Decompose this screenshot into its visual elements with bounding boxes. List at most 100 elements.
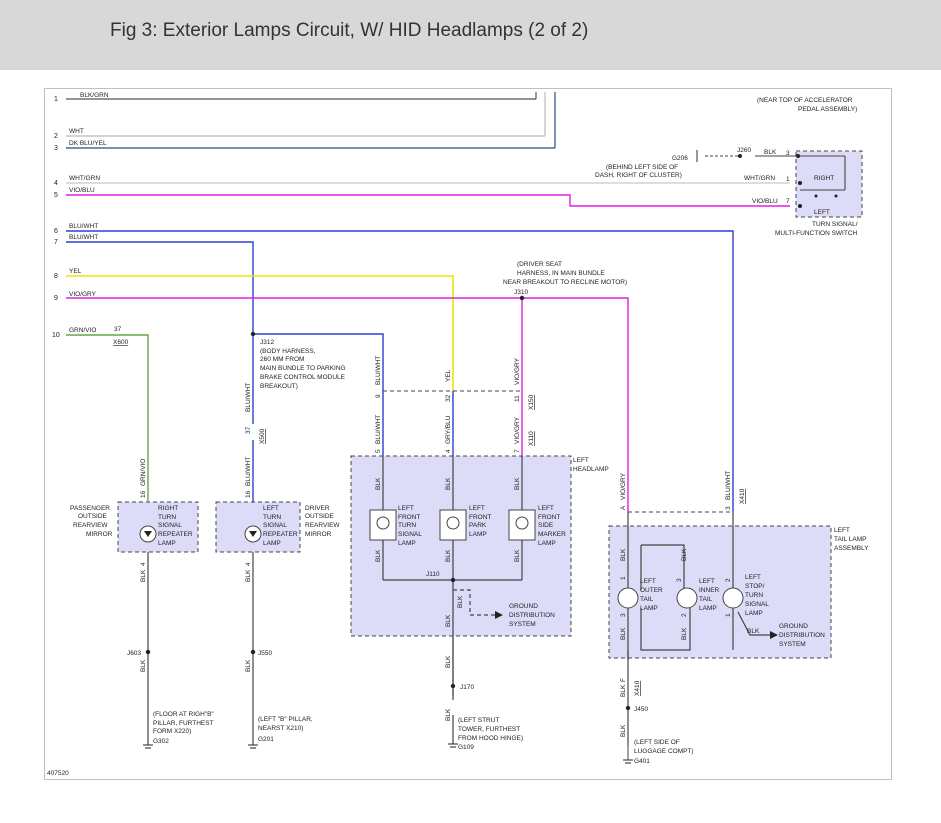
svg-text:TAIL: TAIL <box>699 596 713 603</box>
svg-text:(FLOOR AT RIGH"B": (FLOOR AT RIGH"B" <box>153 711 214 718</box>
svg-text:DASH, RIGHT OF CLUSTER): DASH, RIGHT OF CLUSTER) <box>595 172 682 179</box>
wire-6-blu-wht <box>66 230 734 512</box>
stop-turn-lamp-icon <box>722 587 744 609</box>
svg-text:8: 8 <box>54 273 58 280</box>
svg-text:X410: X410 <box>634 680 641 696</box>
svg-text:BLK: BLK <box>764 149 777 156</box>
svg-text:(LEFT "B" PILLAR,: (LEFT "B" PILLAR, <box>258 716 313 723</box>
svg-text:(LEFT STRUT: (LEFT STRUT <box>458 717 499 724</box>
svg-text:LUGGAGE COMPT): LUGGAGE COMPT) <box>634 748 694 755</box>
svg-text:MIRROR: MIRROR <box>86 531 113 538</box>
svg-text:BLK: BLK <box>620 548 627 561</box>
svg-text:BLK: BLK <box>245 659 252 672</box>
figure-number: 407520 <box>47 770 69 777</box>
svg-text:A: A <box>620 505 627 510</box>
svg-text:LEFT: LEFT <box>745 574 761 581</box>
headlamp-labels: LEFT HEADLAMP LEFT FRONT TURN SIGNAL LAM… <box>398 457 609 628</box>
svg-text:X500: X500 <box>259 428 266 444</box>
switch-labels: (NEAR TOP OF ACCELERATOR PEDAL ASSEMBLY)… <box>595 97 858 237</box>
svg-text:LAMP: LAMP <box>640 605 658 612</box>
connector-pins: 1 2 3 4 5 6 7 8 9 10 <box>52 96 60 339</box>
svg-text:VIO/GRY: VIO/GRY <box>69 291 97 298</box>
svg-text:BLK: BLK <box>747 628 760 635</box>
svg-text:LAMP: LAMP <box>538 540 556 547</box>
left-tail-lamp-box <box>608 525 832 659</box>
svg-text:SIGNAL: SIGNAL <box>745 601 769 608</box>
svg-text:YEL: YEL <box>445 369 452 382</box>
svg-text:3: 3 <box>786 150 790 157</box>
svg-text:LAMP: LAMP <box>699 605 717 612</box>
svg-text:RIGHT: RIGHT <box>814 175 834 182</box>
svg-text:REPEATER: REPEATER <box>158 531 193 538</box>
svg-text:PEDAL ASSEMBLY): PEDAL ASSEMBLY) <box>798 106 857 113</box>
svg-text:LAMP: LAMP <box>469 531 487 538</box>
svg-text:BLK: BLK <box>514 549 521 562</box>
svg-text:OUTSIDE: OUTSIDE <box>305 513 335 520</box>
svg-text:4: 4 <box>445 449 452 453</box>
svg-text:TURN SIGNAL/: TURN SIGNAL/ <box>812 221 858 228</box>
wire-group-top <box>66 92 556 149</box>
svg-text:STOP/: STOP/ <box>745 583 765 590</box>
svg-text:BLU/WHT: BLU/WHT <box>375 415 382 444</box>
svg-text:32: 32 <box>445 394 452 402</box>
svg-text:GROUND: GROUND <box>509 603 538 610</box>
svg-text:BLK: BLK <box>375 477 382 490</box>
svg-text:SYSTEM: SYSTEM <box>509 621 536 628</box>
svg-text:(LEFT SIDE OF: (LEFT SIDE OF <box>634 739 680 746</box>
svg-text:PASSENGER: PASSENGER <box>70 505 110 512</box>
svg-text:4: 4 <box>54 180 58 187</box>
svg-text:10: 10 <box>52 332 60 339</box>
svg-text:PARK: PARK <box>469 522 487 529</box>
svg-text:VIO/GRY: VIO/GRY <box>514 357 521 385</box>
svg-text:(BEHIND LEFT SIDE OF: (BEHIND LEFT SIDE OF <box>606 164 678 171</box>
svg-text:BLU/WHT: BLU/WHT <box>245 457 252 486</box>
svg-text:X410: X410 <box>739 488 746 504</box>
svg-text:TAIL: TAIL <box>640 596 654 603</box>
wire-10-grn-vio <box>66 334 149 502</box>
svg-text:DISTRIBUTION: DISTRIBUTION <box>509 612 555 619</box>
svg-text:BLU/WHT: BLU/WHT <box>375 356 382 385</box>
svg-text:J110: J110 <box>426 571 440 578</box>
svg-text:VIO/BLU: VIO/BLU <box>752 198 778 205</box>
svg-text:VIO/GRY: VIO/GRY <box>514 416 521 444</box>
svg-text:FRONT: FRONT <box>398 514 420 521</box>
svg-text:BLK: BLK <box>457 595 464 608</box>
svg-text:BLK: BLK <box>445 708 452 721</box>
svg-text:NEAR BREAKOUT TO RECLINE MOTOR: NEAR BREAKOUT TO RECLINE MOTOR) <box>503 279 627 286</box>
tail-internal <box>627 512 770 745</box>
svg-text:3: 3 <box>620 613 627 617</box>
svg-text:3: 3 <box>725 506 732 510</box>
svg-text:INNER: INNER <box>699 587 720 594</box>
svg-text:YEL: YEL <box>69 268 82 275</box>
svg-text:GRN/VIO: GRN/VIO <box>140 459 147 486</box>
front-ground-labels: J170 (LEFT STRUT TOWER, FURTHEST FROM HO… <box>458 684 523 751</box>
svg-text:7: 7 <box>786 198 790 205</box>
svg-text:MULTI-FUNCTION SWITCH: MULTI-FUNCTION SWITCH <box>775 230 858 237</box>
svg-text:J310: J310 <box>514 289 528 296</box>
svg-text:G109: G109 <box>458 744 474 751</box>
svg-text:G206: G206 <box>672 155 688 162</box>
svg-text:BLU/WHT: BLU/WHT <box>725 471 732 500</box>
svg-text:GRY/BLU: GRY/BLU <box>445 415 452 444</box>
svg-text:TURN: TURN <box>158 514 176 521</box>
wire-7-blu-wht <box>66 241 254 334</box>
svg-text:G302: G302 <box>153 738 169 745</box>
svg-text:LEFT: LEFT <box>538 505 554 512</box>
svg-text:BLU/WHT: BLU/WHT <box>245 383 252 412</box>
x600-pin: 37 <box>114 326 122 333</box>
svg-text:SYSTEM: SYSTEM <box>779 641 806 648</box>
wire-labels: BLK/GRN WHT DK BLU/YEL WHT/GRN VIO/BLU B… <box>69 92 109 334</box>
svg-text:1: 1 <box>786 176 790 183</box>
svg-text:DK BLU/YEL: DK BLU/YEL <box>69 140 107 147</box>
svg-text:LEFT: LEFT <box>834 527 850 534</box>
svg-text:J450: J450 <box>634 706 648 713</box>
svg-text:VIO/GRY: VIO/GRY <box>620 472 627 500</box>
svg-text:J550: J550 <box>258 650 272 657</box>
svg-text:BLU/WHT: BLU/WHT <box>69 234 98 241</box>
svg-text:BLK: BLK <box>620 724 627 737</box>
svg-text:11: 11 <box>514 395 521 402</box>
svg-text:FROM HOOD HINGE): FROM HOOD HINGE) <box>458 735 523 742</box>
svg-text:3: 3 <box>54 145 58 152</box>
svg-text:BLK/GRN: BLK/GRN <box>80 92 109 99</box>
svg-text:TURN: TURN <box>745 592 763 599</box>
